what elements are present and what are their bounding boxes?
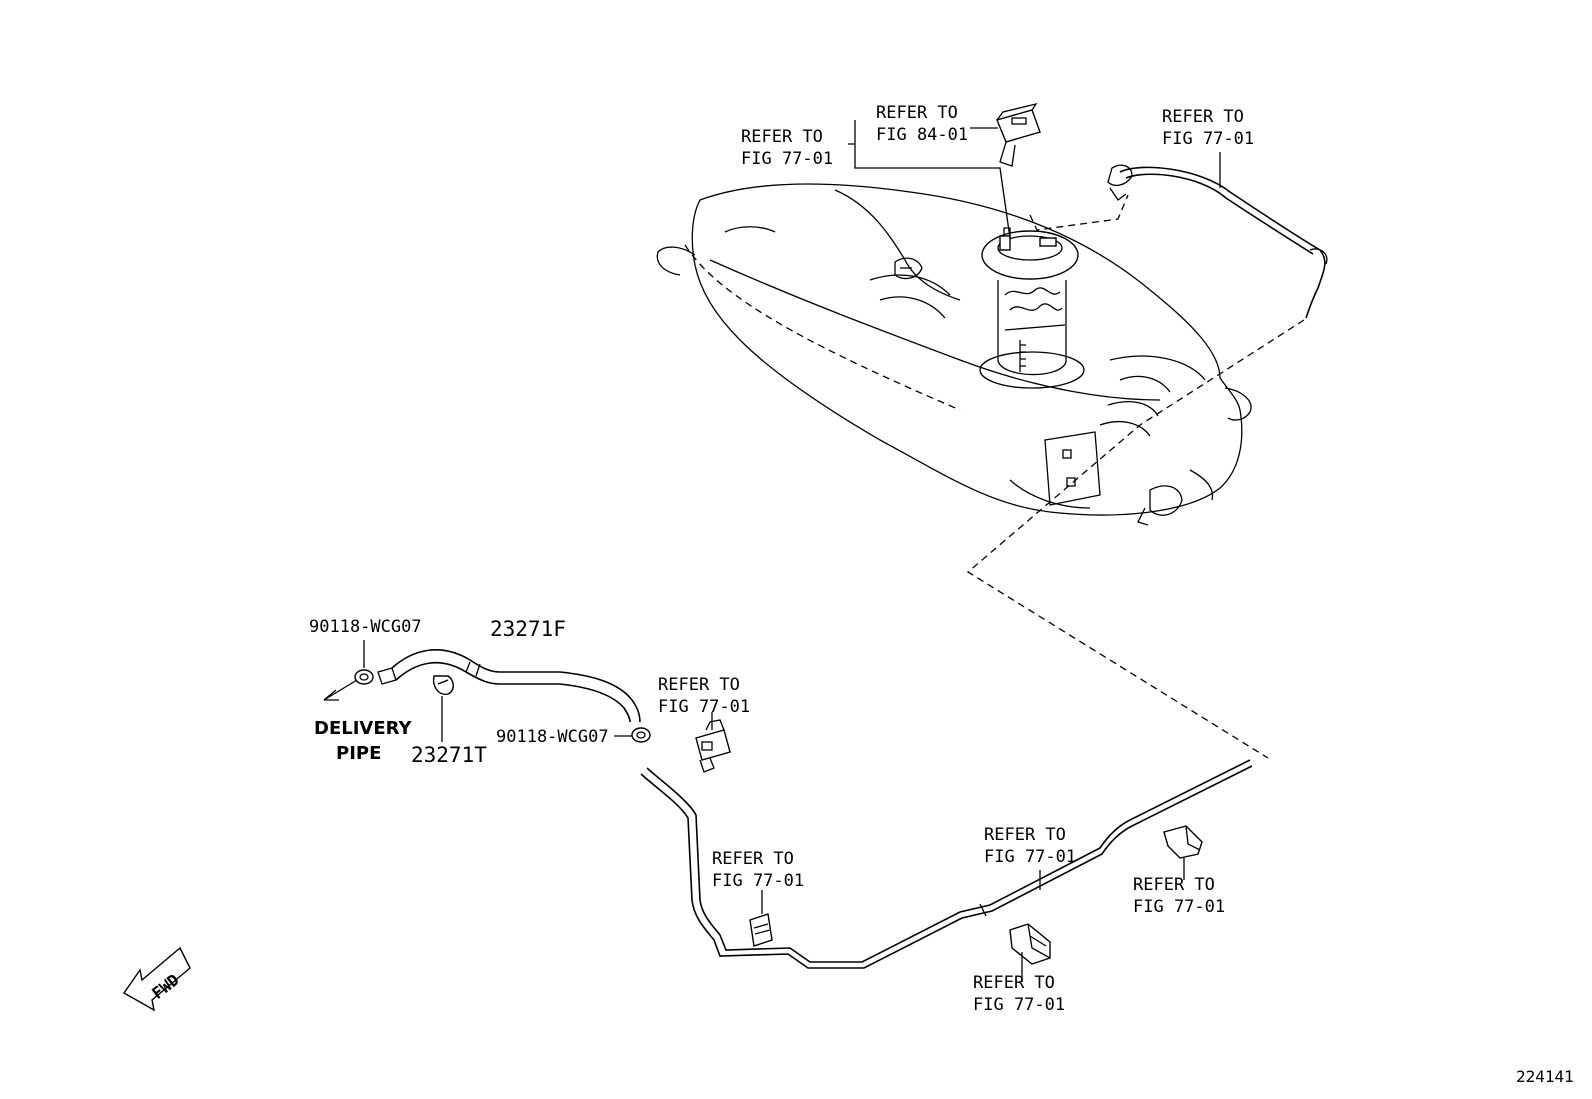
clip-upper [354, 669, 374, 685]
right-harness [1107, 164, 1328, 319]
refer-lower-right-line2: FIG 77-01 [1133, 897, 1225, 917]
refer-lower-mid-top-line1: REFER TO [984, 825, 1066, 845]
refer-tank-left-line2: FIG 77-01 [741, 149, 833, 169]
refer-lower-left-line1: REFER TO [712, 849, 794, 869]
fuel-tank [656, 183, 1252, 526]
refer-lower-mid-top-line2: FIG 77-01 [984, 847, 1076, 867]
fwd-arrow-icon: FWD [122, 946, 191, 1012]
clip-lower-right [1163, 825, 1203, 859]
figure-id: 224141 [1516, 1067, 1574, 1086]
refer-tank-right-line2: FIG 77-01 [1162, 129, 1254, 149]
part-hose: 23271F [490, 617, 566, 641]
part-clip-lower: 90118-WCG07 [496, 727, 609, 747]
refer-lower-left-line2: FIG 77-01 [712, 871, 804, 891]
refer-lower-mid-bottom-line1: REFER TO [973, 973, 1055, 993]
refer-tank-top-line2: FIG 84-01 [876, 125, 968, 145]
refer-tank-right-line1: REFER TO [1162, 107, 1244, 127]
refer-tank-left-line1: REFER TO [741, 127, 823, 147]
delivery-pipe-arrow [323, 679, 358, 701]
part-clamp: 23271T [411, 743, 487, 767]
refer-mid-line2: FIG 77-01 [658, 697, 750, 717]
refer-lower-right-line1: REFER TO [1133, 875, 1215, 895]
refer-mid-line1: REFER TO [658, 675, 740, 695]
leader-lines [363, 120, 1221, 982]
clip-lower [631, 727, 651, 743]
reference-dashed-lines [684, 194, 1305, 759]
clamp-mid [695, 719, 731, 773]
fuel-hose-23271F [377, 649, 641, 723]
refer-tank-top-line1: REFER TO [876, 103, 958, 123]
refer-lower-mid-bottom-line2: FIG 77-01 [973, 995, 1065, 1015]
clip-lower-mid [1009, 923, 1051, 965]
delivery-pipe-line1: DELIVERY [314, 718, 413, 739]
clamp-23271T [432, 675, 454, 695]
delivery-pipe-line2: PIPE [336, 743, 381, 764]
clip-lower-left [749, 913, 773, 947]
pump-connector [996, 102, 1041, 167]
fuel-pump-assembly [979, 227, 1085, 389]
part-clip-upper: 90118-WCG07 [309, 617, 422, 637]
fuel-pipe [640, 759, 1253, 969]
